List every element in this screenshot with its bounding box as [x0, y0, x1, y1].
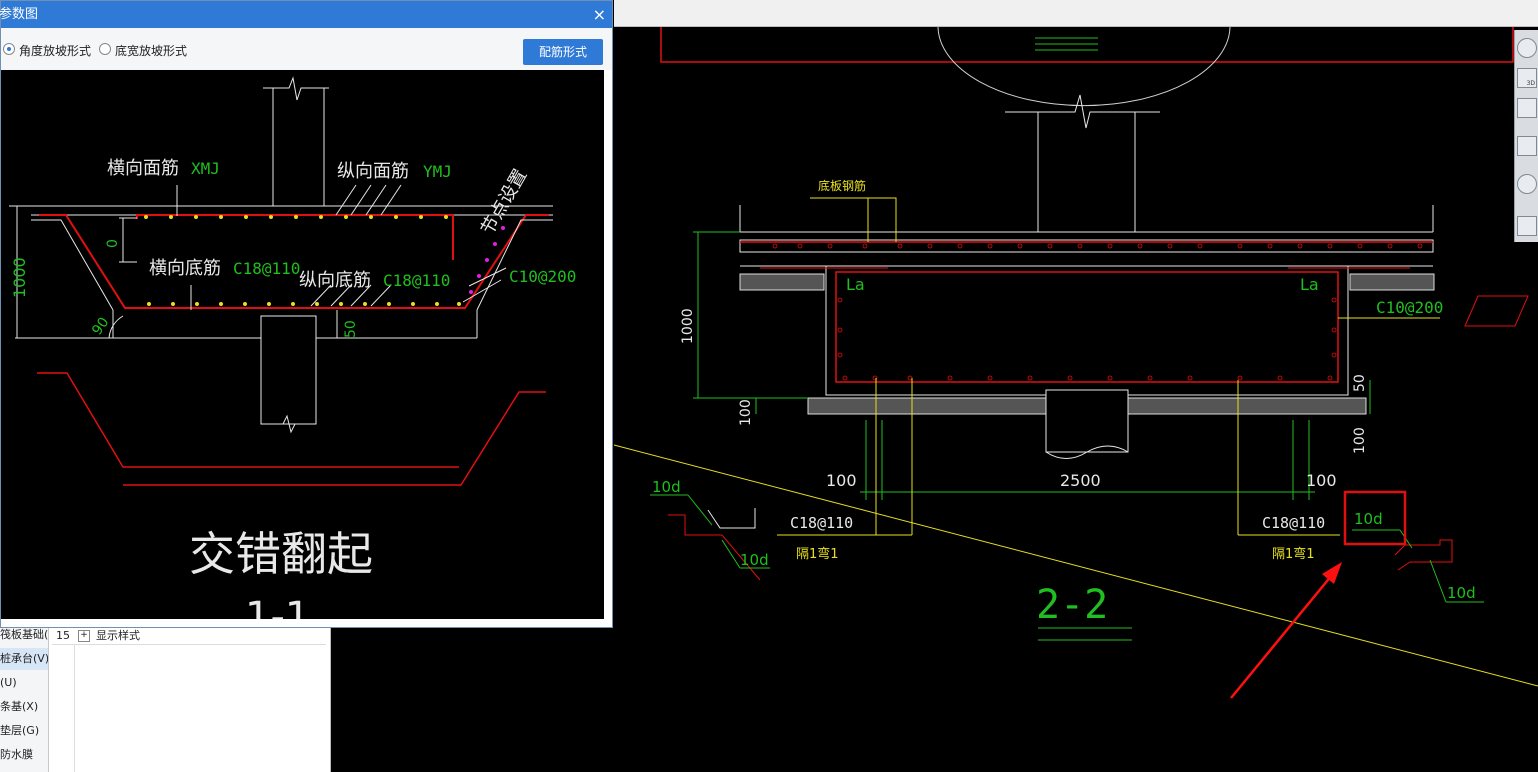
view-3d-button[interactable]: 3D — [1517, 68, 1537, 88]
component-item-cushion[interactable]: 垫层(G) — [0, 724, 40, 737]
orbit-icon[interactable] — [1517, 38, 1537, 58]
row-number: 15 — [56, 629, 70, 642]
component-item-pile-cap[interactable]: 桩承台(V) — [0, 648, 48, 670]
property-row[interactable]: 15 + 显示样式 — [52, 628, 326, 645]
component-item-waterproof[interactable]: 防水膜 — [0, 748, 33, 761]
code-hmj: XMJ — [191, 159, 220, 178]
code-hdj: C18@110 — [233, 259, 300, 278]
view-toolbar: 3D — [1514, 30, 1538, 242]
top-view-icon[interactable] — [1517, 98, 1537, 118]
top-window-strip — [614, 0, 1538, 27]
dim-50: 50 — [1352, 374, 1368, 392]
dim-100-b: 100 — [1306, 471, 1337, 490]
rotate-icon[interactable] — [1517, 174, 1537, 194]
section-1-1: 1-1 — [245, 594, 310, 619]
code-zdj: C18@110 — [383, 271, 450, 290]
radio-width-label[interactable]: 底宽放坡形式 — [115, 44, 188, 58]
la-right: La — [1300, 275, 1319, 294]
label-zdj: 纵向底筋 — [299, 270, 371, 291]
d10-c: 10d — [1354, 510, 1383, 528]
dialog-title: 参数图 — [0, 7, 39, 22]
grid-view-icon[interactable] — [1517, 216, 1537, 236]
dim-100-left: 100 — [738, 399, 754, 426]
d10-d: 10d — [1447, 584, 1476, 602]
rebar-left: C18@110 — [790, 514, 853, 532]
property-grid — [52, 644, 75, 772]
radio-width[interactable] — [99, 43, 111, 55]
note-left: 隔1弯1 — [796, 546, 839, 562]
code-zmj: YMJ — [423, 162, 452, 181]
d10-b: 10d — [740, 551, 769, 569]
d10-a: 10d — [652, 478, 681, 496]
dialog-titlebar[interactable]: 参数图 × — [0, 1, 612, 28]
component-item-u[interactable]: (U) — [0, 676, 17, 689]
component-panel: 筏板基础(T) 桩承台(V) (U) 条基(X) 垫层(G) 防水膜 15 + … — [0, 628, 331, 772]
dim-0: 0 — [105, 239, 121, 248]
row-label: 显示样式 — [96, 629, 140, 642]
radio-angle-label[interactable]: 角度放坡形式 — [19, 44, 92, 58]
box-view-icon[interactable] — [1517, 136, 1537, 156]
close-icon[interactable]: × — [592, 5, 606, 24]
config-button[interactable]: 配筋形式 — [523, 39, 603, 65]
la-left: La — [846, 275, 865, 294]
stirrup-label: C10@200 — [1376, 298, 1443, 317]
dim-50: 50 — [343, 320, 359, 338]
parameter-drawing: 横向面筋 XMJ 纵向面筋 YMJ 节点设置 横向底筋 C18@110 纵向底筋… — [1, 70, 604, 640]
label-zmj: 纵向面筋 — [337, 161, 409, 182]
label-hdj: 横向底筋 — [149, 258, 221, 279]
component-list: 筏板基础(T) 桩承台(V) (U) 条基(X) 垫层(G) 防水膜 — [0, 628, 49, 772]
code-stirrup: C10@200 — [509, 267, 576, 286]
big-title: 交错翻起 — [189, 527, 373, 581]
component-item-strip[interactable]: 条基(X) — [0, 700, 39, 713]
slope-options: 角度放坡形式 底宽放坡形式 配筋形式 — [1, 28, 612, 70]
rebar-right: C18@110 — [1262, 514, 1325, 532]
dim-100-right: 100 — [1352, 427, 1368, 454]
parameter-dialog: 参数图 × 角度放坡形式 底宽放坡形式 配筋形式 — [0, 0, 613, 640]
label-hmj: 横向面筋 — [107, 158, 179, 179]
label-bottom-rebar: 底板钢筋 — [818, 178, 866, 193]
expand-icon[interactable]: + — [78, 630, 90, 642]
radio-angle[interactable] — [3, 43, 15, 55]
dim-1000: 1000 — [10, 257, 29, 298]
dim-1000: 1000 — [680, 308, 696, 344]
dim-2500: 2500 — [1060, 471, 1101, 490]
view-3d-label: 3D — [1526, 80, 1535, 87]
dim-100-a: 100 — [826, 471, 857, 490]
section-2-2: 2-2 — [1036, 582, 1108, 628]
note-right: 隔1弯1 — [1272, 546, 1315, 562]
component-item-raft[interactable]: 筏板基础(T) — [0, 628, 48, 641]
